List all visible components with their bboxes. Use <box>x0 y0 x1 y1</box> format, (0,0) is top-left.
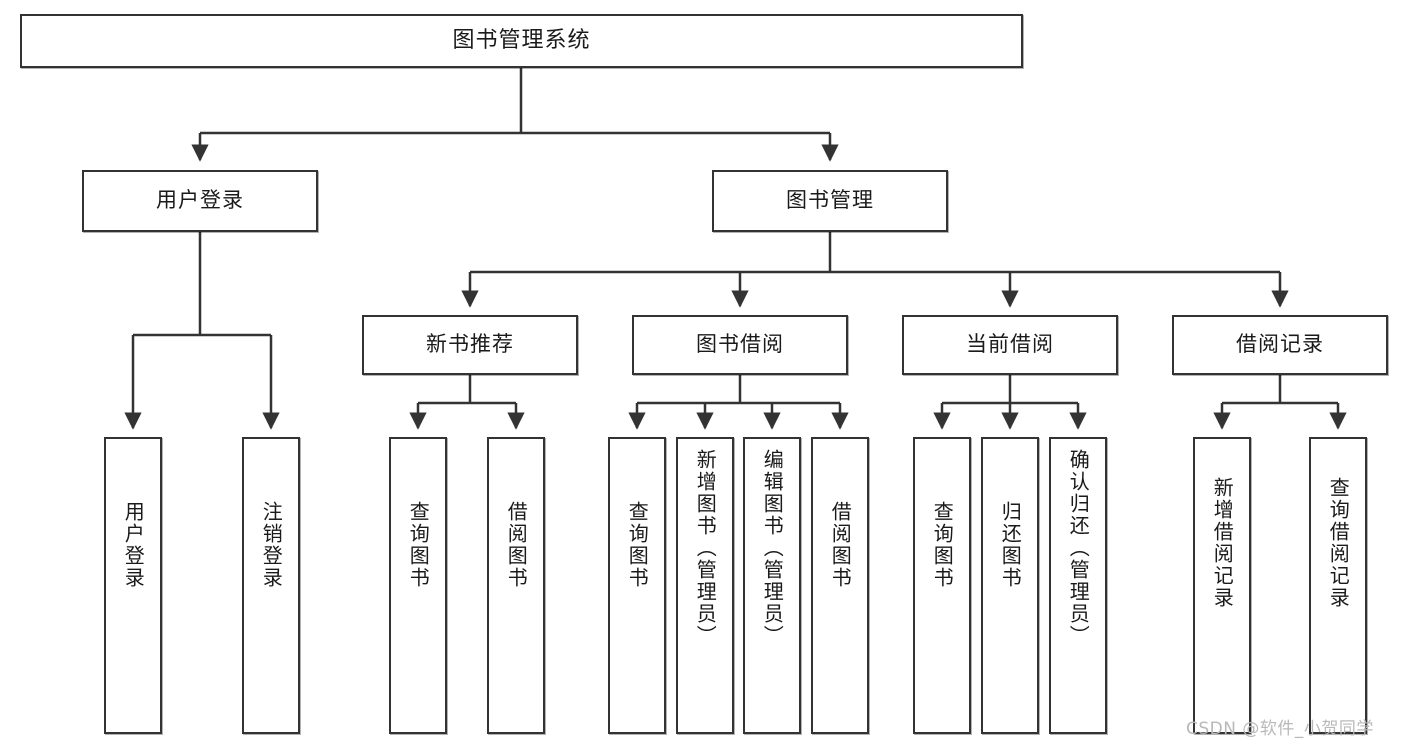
node-leaf-edit-book-admin[interactable]: 编辑图书（管理员） <box>743 437 801 734</box>
node-leaf-query-book-rec[interactable]: 查询图书 <box>389 437 447 734</box>
node-leaf-return-book-label: 归还图书 <box>998 501 1023 589</box>
node-leaf-borrow-book-label: 借阅图书 <box>828 501 853 589</box>
node-book-borrow[interactable]: 图书借阅 <box>632 315 848 375</box>
node-leaf-borrow-book-rec-label: 借阅图书 <box>504 501 529 589</box>
node-leaf-confirm-return-admin[interactable]: 确认归还（管理员） <box>1049 437 1107 734</box>
node-leaf-add-borrow-record[interactable]: 新增借阅记录 <box>1193 437 1251 734</box>
node-user-login-label: 用户登录 <box>156 188 244 213</box>
node-new-book-rec-label: 新书推荐 <box>426 332 514 357</box>
node-leaf-query-book-current[interactable]: 查询图书 <box>913 437 971 734</box>
node-leaf-add-borrow-record-label: 新增借阅记录 <box>1210 477 1235 609</box>
node-leaf-borrow-book[interactable]: 借阅图书 <box>811 437 869 734</box>
node-leaf-query-book-borrow[interactable]: 查询图书 <box>608 437 666 734</box>
node-leaf-logout-label: 注销登录 <box>259 501 284 589</box>
node-leaf-add-book-admin[interactable]: 新增图书（管理员） <box>676 437 734 734</box>
node-book-manage-label: 图书管理 <box>786 188 874 213</box>
csdn-watermark: CSDN @软件_小贺同学 <box>1186 719 1374 739</box>
node-leaf-query-borrow-record[interactable]: 查询借阅记录 <box>1309 437 1367 734</box>
node-leaf-user-login[interactable]: 用户登录 <box>104 437 162 734</box>
node-leaf-query-book-borrow-label: 查询图书 <box>625 501 650 589</box>
node-leaf-user-login-label: 用户登录 <box>121 501 146 589</box>
node-leaf-query-borrow-record-label: 查询借阅记录 <box>1326 477 1351 609</box>
node-leaf-confirm-return-admin-label: 确认归还（管理员） <box>1066 449 1091 647</box>
node-book-manage[interactable]: 图书管理 <box>712 170 948 232</box>
node-root[interactable]: 图书管理系统 <box>20 14 1023 68</box>
node-current-borrow-label: 当前借阅 <box>966 332 1054 357</box>
node-book-borrow-label: 图书借阅 <box>696 332 784 357</box>
node-borrow-record-label: 借阅记录 <box>1236 332 1324 357</box>
node-borrow-record[interactable]: 借阅记录 <box>1172 315 1388 375</box>
node-leaf-add-book-admin-label: 新增图书（管理员） <box>693 449 718 647</box>
node-leaf-borrow-book-rec[interactable]: 借阅图书 <box>487 437 545 734</box>
node-root-label: 图书管理系统 <box>452 27 591 53</box>
node-current-borrow[interactable]: 当前借阅 <box>902 315 1118 375</box>
node-new-book-rec[interactable]: 新书推荐 <box>362 315 578 375</box>
node-leaf-query-book-rec-label: 查询图书 <box>406 501 431 589</box>
node-leaf-query-book-current-label: 查询图书 <box>930 501 955 589</box>
node-user-login[interactable]: 用户登录 <box>82 170 318 232</box>
node-leaf-return-book[interactable]: 归还图书 <box>981 437 1039 734</box>
node-leaf-edit-book-admin-label: 编辑图书（管理员） <box>760 449 785 647</box>
node-leaf-logout[interactable]: 注销登录 <box>242 437 300 734</box>
